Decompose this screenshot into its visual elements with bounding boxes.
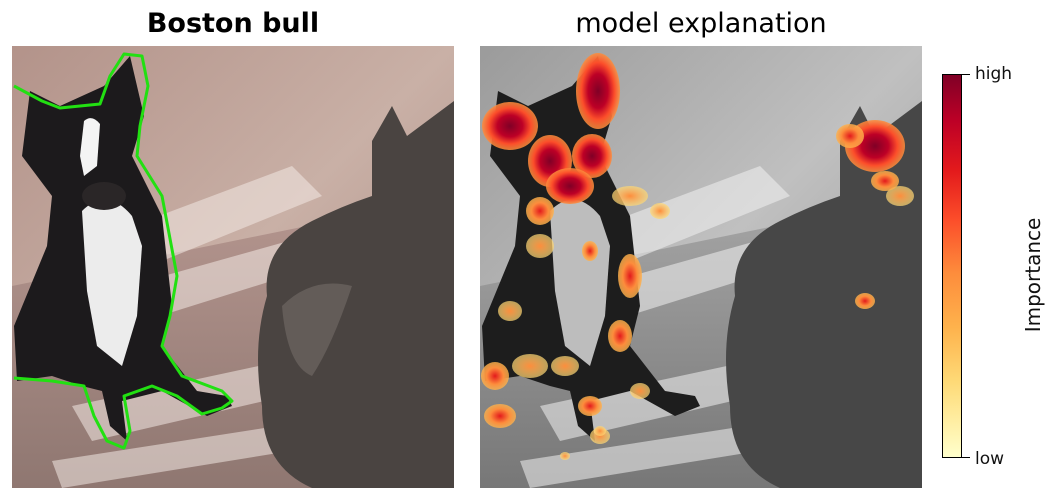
predicted-class-title: Boston bull (146, 8, 320, 39)
importance-heatmap (481, 53, 914, 460)
explanation-panel (480, 46, 922, 488)
original-image-panel (12, 46, 454, 488)
colorbar-high-label: high (975, 64, 1013, 84)
cat-silhouette (258, 101, 454, 488)
colorbar-axis-label-text: Importance (1021, 217, 1045, 333)
segmentation-outline (13, 52, 234, 450)
explanation-title: model explanation (575, 8, 827, 39)
colorbar-tick-low (962, 457, 970, 458)
original-image (12, 46, 454, 488)
colorbar-axis-label: Importance (1016, 210, 1050, 340)
explanation-image (480, 46, 922, 488)
colorbar-tick-high (962, 74, 970, 75)
colorbar-low-label: low (975, 449, 1005, 469)
importance-colorbar (942, 74, 962, 458)
dog-chest (82, 199, 142, 366)
